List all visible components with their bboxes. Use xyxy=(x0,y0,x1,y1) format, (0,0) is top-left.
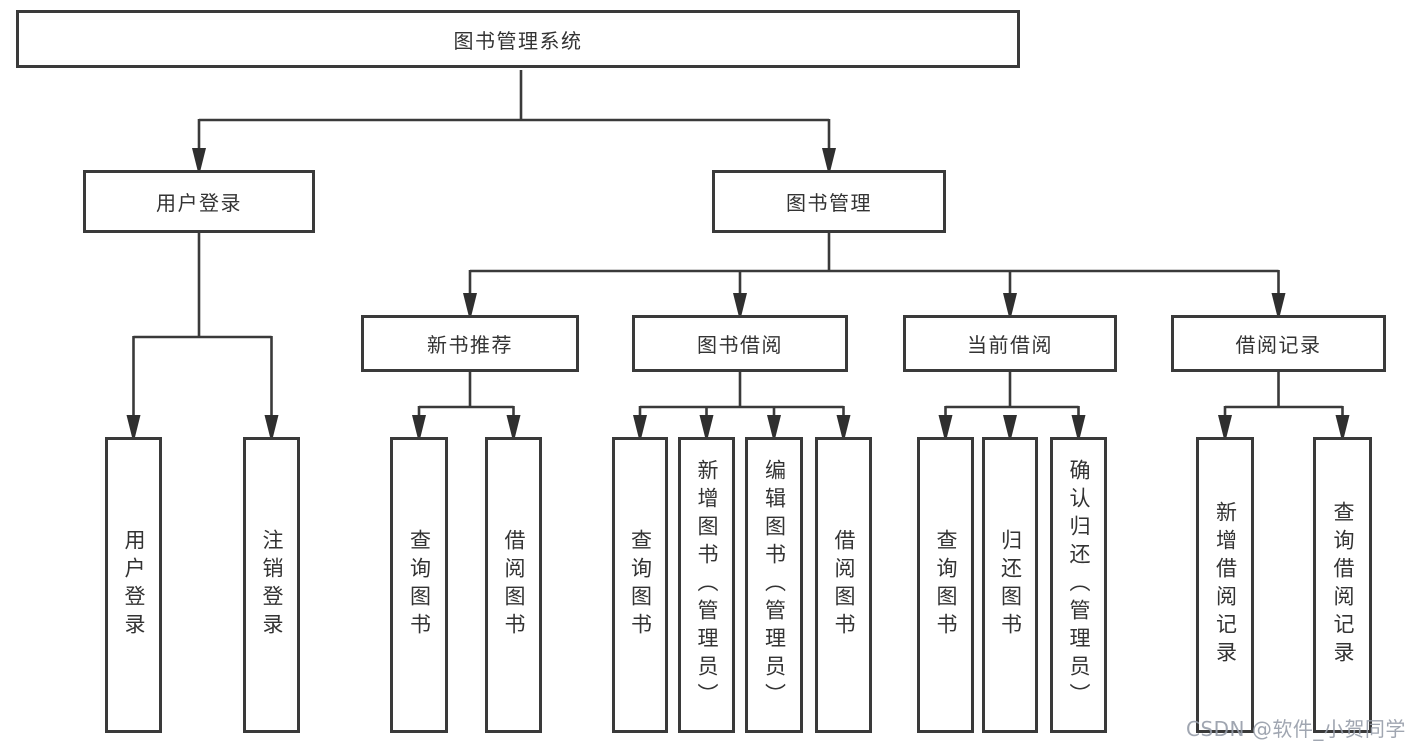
leaf-label: 查询图书 xyxy=(407,529,432,641)
node-library-management-system: 图书管理系统 xyxy=(16,10,1020,68)
leaf-borrow-books: 借阅图书 xyxy=(815,437,872,733)
node-borrow-record: 借阅记录 xyxy=(1171,315,1386,372)
leaf-add-borrow-record: 新增借阅记录 xyxy=(1196,437,1254,733)
node-label: 图书借阅 xyxy=(697,333,783,357)
leaf-add-books-admin: 新增图书（管理员） xyxy=(678,437,735,733)
leaf-query-books-borrow: 查询图书 xyxy=(612,437,668,733)
csdn-watermark: CSDN @软件_小贺同学 xyxy=(1186,717,1405,741)
node-book-borrow: 图书借阅 xyxy=(632,315,848,372)
leaf-edit-books-admin: 编辑图书（管理员） xyxy=(745,437,803,733)
leaf-label: 新增借阅记录 xyxy=(1213,501,1238,669)
node-book-management-branch: 图书管理 xyxy=(712,170,946,233)
node-user-login-branch: 用户登录 xyxy=(83,170,315,233)
leaf-confirm-return-admin: 确认归还（管理员） xyxy=(1050,437,1107,733)
leaf-label: 确认归还（管理员） xyxy=(1067,459,1091,711)
leaf-logout: 注销登录 xyxy=(243,437,300,733)
node-label: 借阅记录 xyxy=(1235,333,1322,357)
leaf-query-books-current: 查询图书 xyxy=(917,437,974,733)
leaf-label: 注销登录 xyxy=(260,529,284,641)
leaf-label: 查询借阅记录 xyxy=(1331,501,1355,669)
node-label: 当前借阅 xyxy=(967,333,1053,357)
leaf-label: 借阅图书 xyxy=(832,529,856,641)
leaf-label: 新增图书（管理员） xyxy=(695,459,719,711)
leaf-label: 查询图书 xyxy=(628,529,653,641)
node-label: 用户登录 xyxy=(156,191,242,215)
leaf-borrow-books-recommend: 借阅图书 xyxy=(485,437,542,733)
leaf-label: 借阅图书 xyxy=(502,529,526,641)
node-label: 图书管理系统 xyxy=(453,28,583,53)
leaf-query-books-recommend: 查询图书 xyxy=(390,437,448,733)
leaf-user-login: 用户登录 xyxy=(105,437,162,733)
leaf-label: 编辑图书（管理员） xyxy=(762,459,787,711)
node-label: 图书管理 xyxy=(786,191,872,215)
node-current-borrow: 当前借阅 xyxy=(903,315,1117,372)
leaf-return-books: 归还图书 xyxy=(982,437,1038,733)
leaf-query-borrow-record: 查询借阅记录 xyxy=(1313,437,1372,733)
leaf-label: 查询图书 xyxy=(934,529,958,641)
node-new-book-recommend: 新书推荐 xyxy=(361,315,579,372)
node-label: 新书推荐 xyxy=(427,333,513,357)
leaf-label: 用户登录 xyxy=(122,529,146,641)
leaf-label: 归还图书 xyxy=(998,529,1023,641)
